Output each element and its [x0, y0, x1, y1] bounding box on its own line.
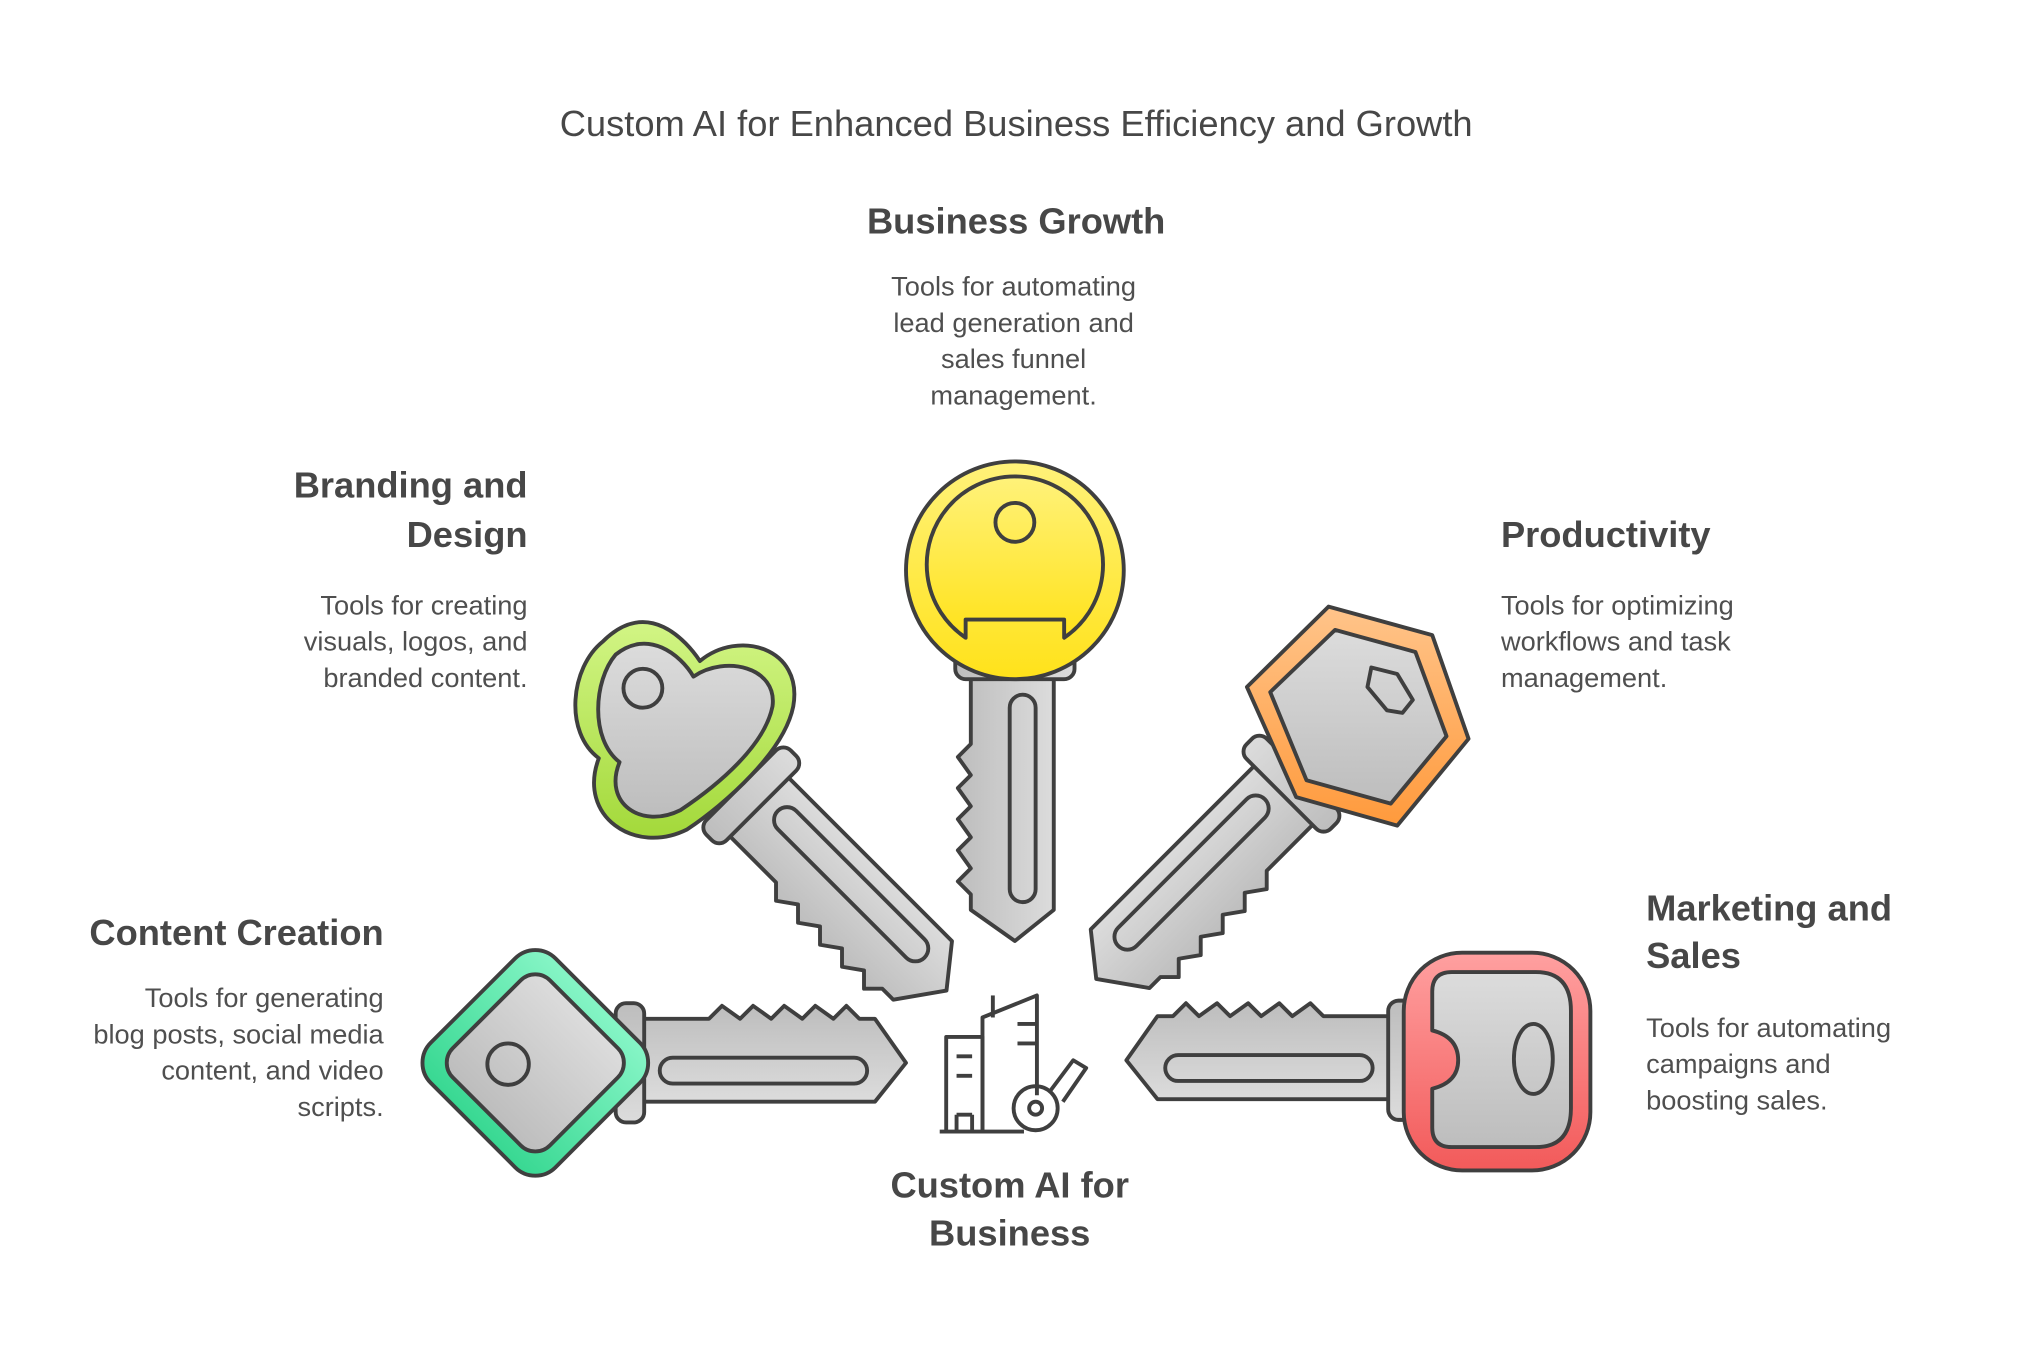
desc-line: blog posts, social media	[93, 1018, 384, 1049]
desc-line: sales funnel	[941, 343, 1086, 374]
heading: Marketing and	[1646, 887, 1892, 928]
desc-line: campaigns and	[1646, 1048, 1831, 1079]
desc-line: Tools for automating	[1646, 1012, 1891, 1043]
heading: Productivity	[1501, 514, 1711, 555]
center-line: Custom AI for	[890, 1165, 1129, 1206]
desc-line: management.	[1501, 662, 1667, 693]
heading: Branding and	[294, 465, 528, 506]
desc-line: branded content.	[323, 662, 527, 693]
desc-line: Tools for generating	[145, 982, 384, 1013]
label-productivity: Productivity	[1501, 514, 1711, 555]
desc-business-growth: Tools for automating lead generation and…	[891, 271, 1136, 411]
desc-line: Tools for optimizing	[1501, 589, 1734, 620]
diagram-title: Custom AI for Enhanced Business Efficien…	[560, 103, 1473, 144]
label-marketing-sales: Marketing and Sales	[1646, 887, 1892, 976]
center-line: Business	[929, 1213, 1090, 1254]
desc-line: scripts.	[298, 1091, 384, 1122]
label-content-creation: Content Creation	[89, 912, 383, 953]
blade-content-creation	[613, 1001, 908, 1125]
desc-line: management.	[930, 379, 1096, 410]
heading: Design	[407, 514, 528, 555]
label-business-growth: Business Growth	[867, 200, 1165, 241]
desc-line: content, and video	[161, 1055, 383, 1086]
desc-branding-design: Tools for creating visuals, logos, and b…	[304, 589, 528, 693]
desc-line: workflows and task	[1500, 626, 1731, 657]
desc-marketing-sales: Tools for automating campaigns and boost…	[1646, 1012, 1891, 1116]
key-head-productivity	[1244, 604, 1471, 828]
key-head-content-creation	[420, 948, 651, 1178]
blade-business-growth	[953, 648, 1077, 943]
heading: Content Creation	[89, 912, 383, 953]
desc-line: visuals, logos, and	[304, 626, 528, 657]
desc-content-creation: Tools for generating blog posts, social …	[93, 982, 384, 1122]
building-key-icon	[939, 993, 1089, 1134]
desc-line: boosting sales.	[1646, 1085, 1827, 1116]
key-head-marketing-sales	[1401, 950, 1593, 1173]
desc-productivity: Tools for optimizing workflows and task …	[1500, 589, 1734, 693]
center-label: Custom AI for Business	[890, 1165, 1129, 1254]
desc-line: Tools for automating	[891, 271, 1136, 302]
desc-line: lead generation and	[893, 307, 1134, 338]
heading: Business Growth	[867, 200, 1165, 241]
desc-line: Tools for creating	[320, 589, 527, 620]
key-head-branding-design	[573, 620, 797, 840]
label-branding-design: Branding and Design	[294, 465, 528, 555]
heading: Sales	[1646, 935, 1741, 976]
blade-marketing-sales	[1124, 998, 1419, 1122]
key-head-business-growth	[904, 459, 1126, 682]
